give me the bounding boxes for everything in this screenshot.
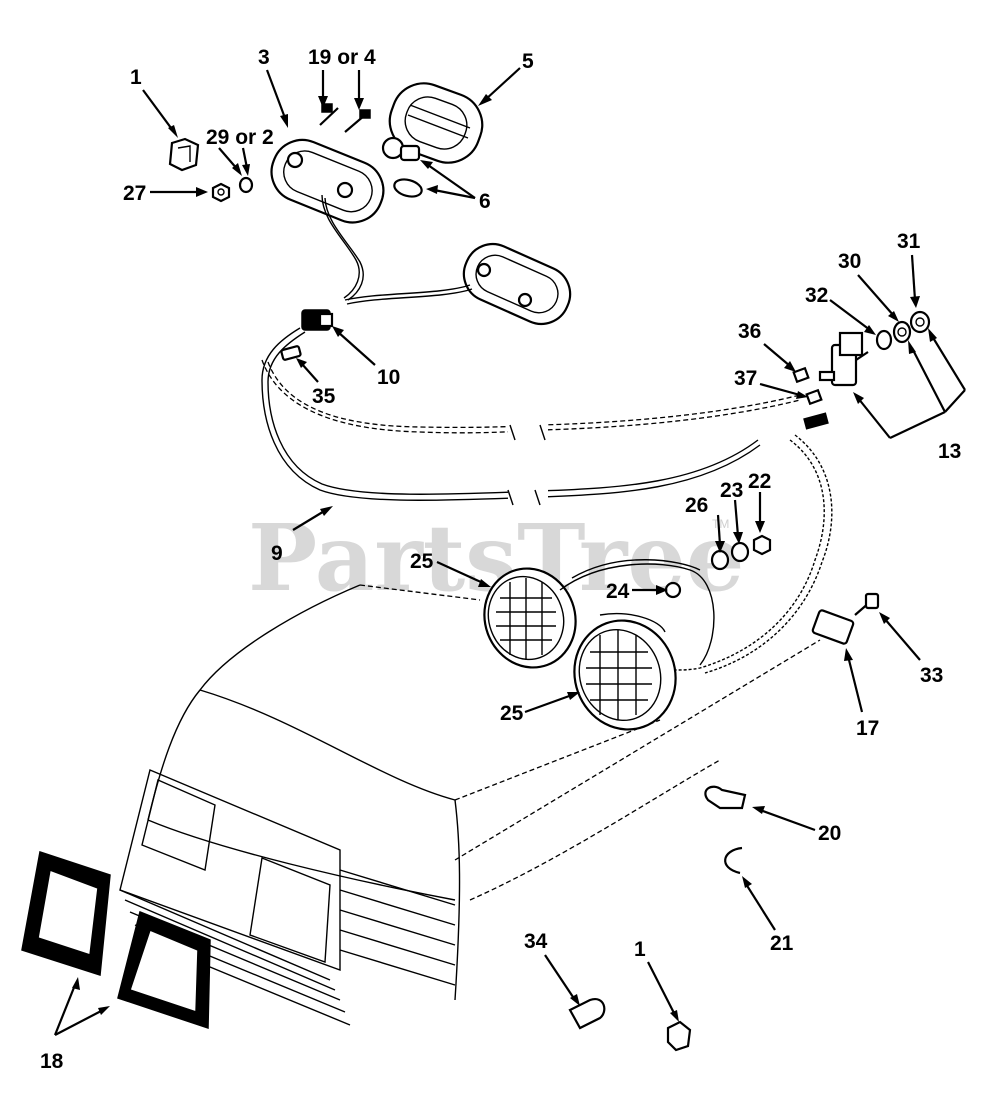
- callout-36: 36: [738, 320, 761, 343]
- headlight-mount-hardware: [664, 534, 772, 599]
- callout-13: 13: [938, 440, 961, 463]
- wire-terminal: [280, 345, 302, 361]
- watermark-tm: TM: [712, 517, 729, 531]
- toggle-switch: [818, 331, 869, 387]
- headlight-box-right: [117, 910, 211, 1030]
- callout-6: 6: [479, 190, 491, 213]
- callout-29-or-2: 29 or 2: [206, 126, 274, 149]
- retaining-ring-21: [724, 846, 743, 875]
- callout-22: 22: [748, 470, 771, 493]
- headlight-wire: [674, 439, 825, 671]
- callout-24: 24: [606, 580, 630, 603]
- callout-25-bottom: 25: [500, 702, 524, 725]
- callout-1-bottom: 1: [634, 938, 646, 961]
- callout-32: 32: [805, 284, 828, 307]
- tail-light-housing-2: [462, 243, 572, 325]
- nut-and-washer-top: [211, 176, 254, 203]
- wire-connector: [301, 309, 334, 331]
- tail-light-bulb: [381, 136, 421, 162]
- wire-clip-20: [704, 785, 747, 810]
- callout-5: 5: [522, 50, 534, 73]
- callout-27: 27: [123, 182, 146, 205]
- switch-terminals: [792, 366, 829, 430]
- callout-20: 20: [818, 822, 841, 845]
- headlight-right: [573, 619, 677, 731]
- tail-light-housing: [270, 138, 385, 224]
- callout-19-or-4: 19 or 4: [308, 46, 376, 69]
- callout-9: 9: [271, 542, 283, 565]
- spring-clip-bottom: [666, 1020, 692, 1052]
- switch-nut-washers: [875, 310, 931, 351]
- tail-light-lens: [388, 82, 484, 164]
- leader-lines: [53, 67, 966, 1036]
- callout-1-top: 1: [130, 66, 142, 89]
- callout-30: 30: [838, 250, 861, 273]
- callout-3: 3: [258, 46, 270, 69]
- reflector-plate: [811, 609, 855, 645]
- callout-33: 33: [920, 664, 943, 687]
- callout-17: 17: [856, 717, 879, 740]
- callout-10: 10: [377, 366, 400, 389]
- callout-37: 37: [734, 367, 757, 390]
- tractor-hood: [119, 584, 821, 1026]
- callout-labels: 1 3 19 or 4 5 29 or 2 27 6 31 30 32 36 3…: [40, 46, 961, 1073]
- bulb-socket: [393, 178, 423, 198]
- clip-34: [568, 998, 606, 1030]
- screws: [319, 103, 371, 133]
- headlight-box-left: [21, 851, 111, 976]
- spring-clip-top: [168, 137, 200, 172]
- tail-light-wire: [321, 194, 360, 299]
- callout-31: 31: [897, 230, 921, 253]
- callout-35: 35: [312, 385, 336, 408]
- callout-25-top: 25: [410, 550, 434, 573]
- callout-21: 21: [770, 932, 794, 955]
- callout-18: 18: [40, 1050, 64, 1073]
- headlight-left: [483, 567, 577, 669]
- headlight-bracket: [559, 563, 715, 666]
- wiring-harness: [261, 327, 761, 501]
- callout-34: 34: [524, 930, 548, 953]
- callout-23: 23: [720, 479, 743, 502]
- bolt-33: [854, 592, 880, 616]
- callout-26: 26: [685, 494, 708, 517]
